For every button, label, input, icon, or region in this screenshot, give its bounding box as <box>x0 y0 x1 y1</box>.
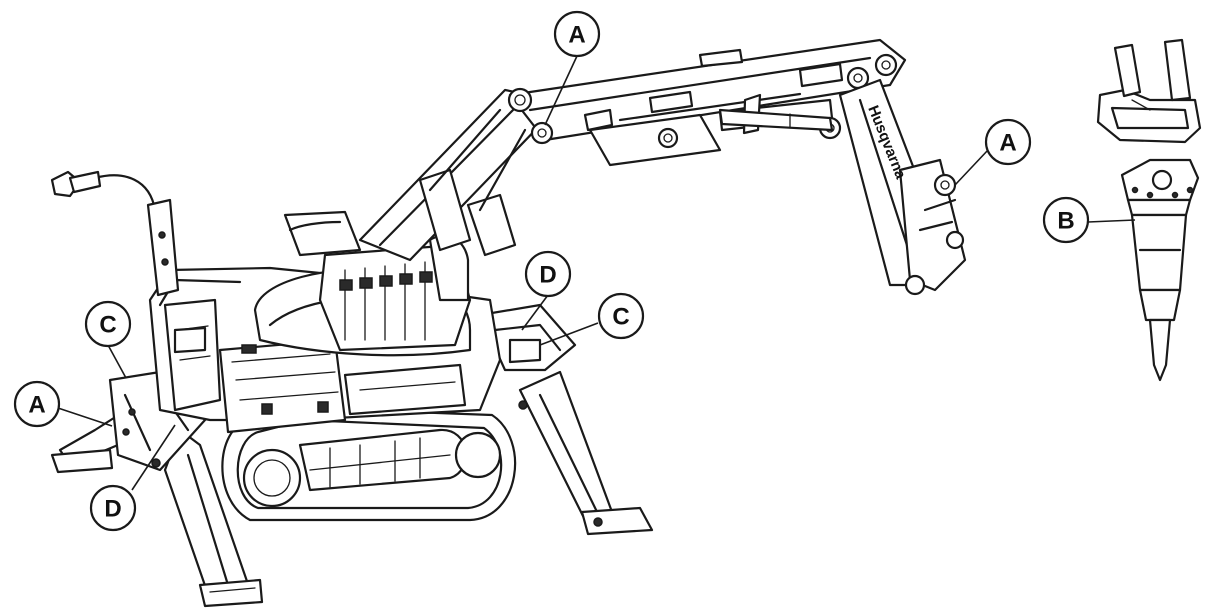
right-outrigger-rear <box>478 303 577 410</box>
leader-a-right <box>954 149 989 186</box>
callout-c-left: C <box>84 300 132 348</box>
hydraulic-hammer <box>1120 158 1200 382</box>
leader-b <box>1087 219 1136 223</box>
callout-label: A <box>568 22 585 49</box>
leader-c-left <box>107 344 127 379</box>
left-outrigger-front <box>163 428 264 608</box>
attachment-bracket <box>1096 38 1202 144</box>
leader-a-top <box>544 55 578 126</box>
callout-label: A <box>28 392 45 419</box>
callout-label: D <box>539 262 556 289</box>
leader-a-left <box>57 407 113 427</box>
leader-c-right <box>539 322 599 346</box>
callout-d-right: D <box>524 250 572 298</box>
turntable-valves <box>253 210 472 357</box>
callout-a-top: A <box>553 10 601 58</box>
callout-label: C <box>99 312 116 339</box>
boom-first-arm <box>358 88 547 262</box>
boom-third-arm <box>818 78 967 296</box>
callout-label: B <box>1057 208 1074 235</box>
right-outrigger-front <box>518 370 654 536</box>
callout-label: C <box>612 304 629 331</box>
callout-a-right: A <box>984 118 1032 166</box>
callout-c-right: C <box>597 292 645 340</box>
callout-a-left: A <box>13 380 61 428</box>
leader-d-right <box>521 294 549 331</box>
crawler-track <box>221 406 517 522</box>
callout-d-left: D <box>89 484 137 532</box>
callout-label: A <box>999 130 1016 157</box>
hydraulic-cylinder <box>718 108 834 132</box>
power-cable <box>50 170 180 297</box>
leader-d-left <box>131 424 176 491</box>
callout-label: D <box>104 496 121 523</box>
callout-b: B <box>1042 196 1090 244</box>
